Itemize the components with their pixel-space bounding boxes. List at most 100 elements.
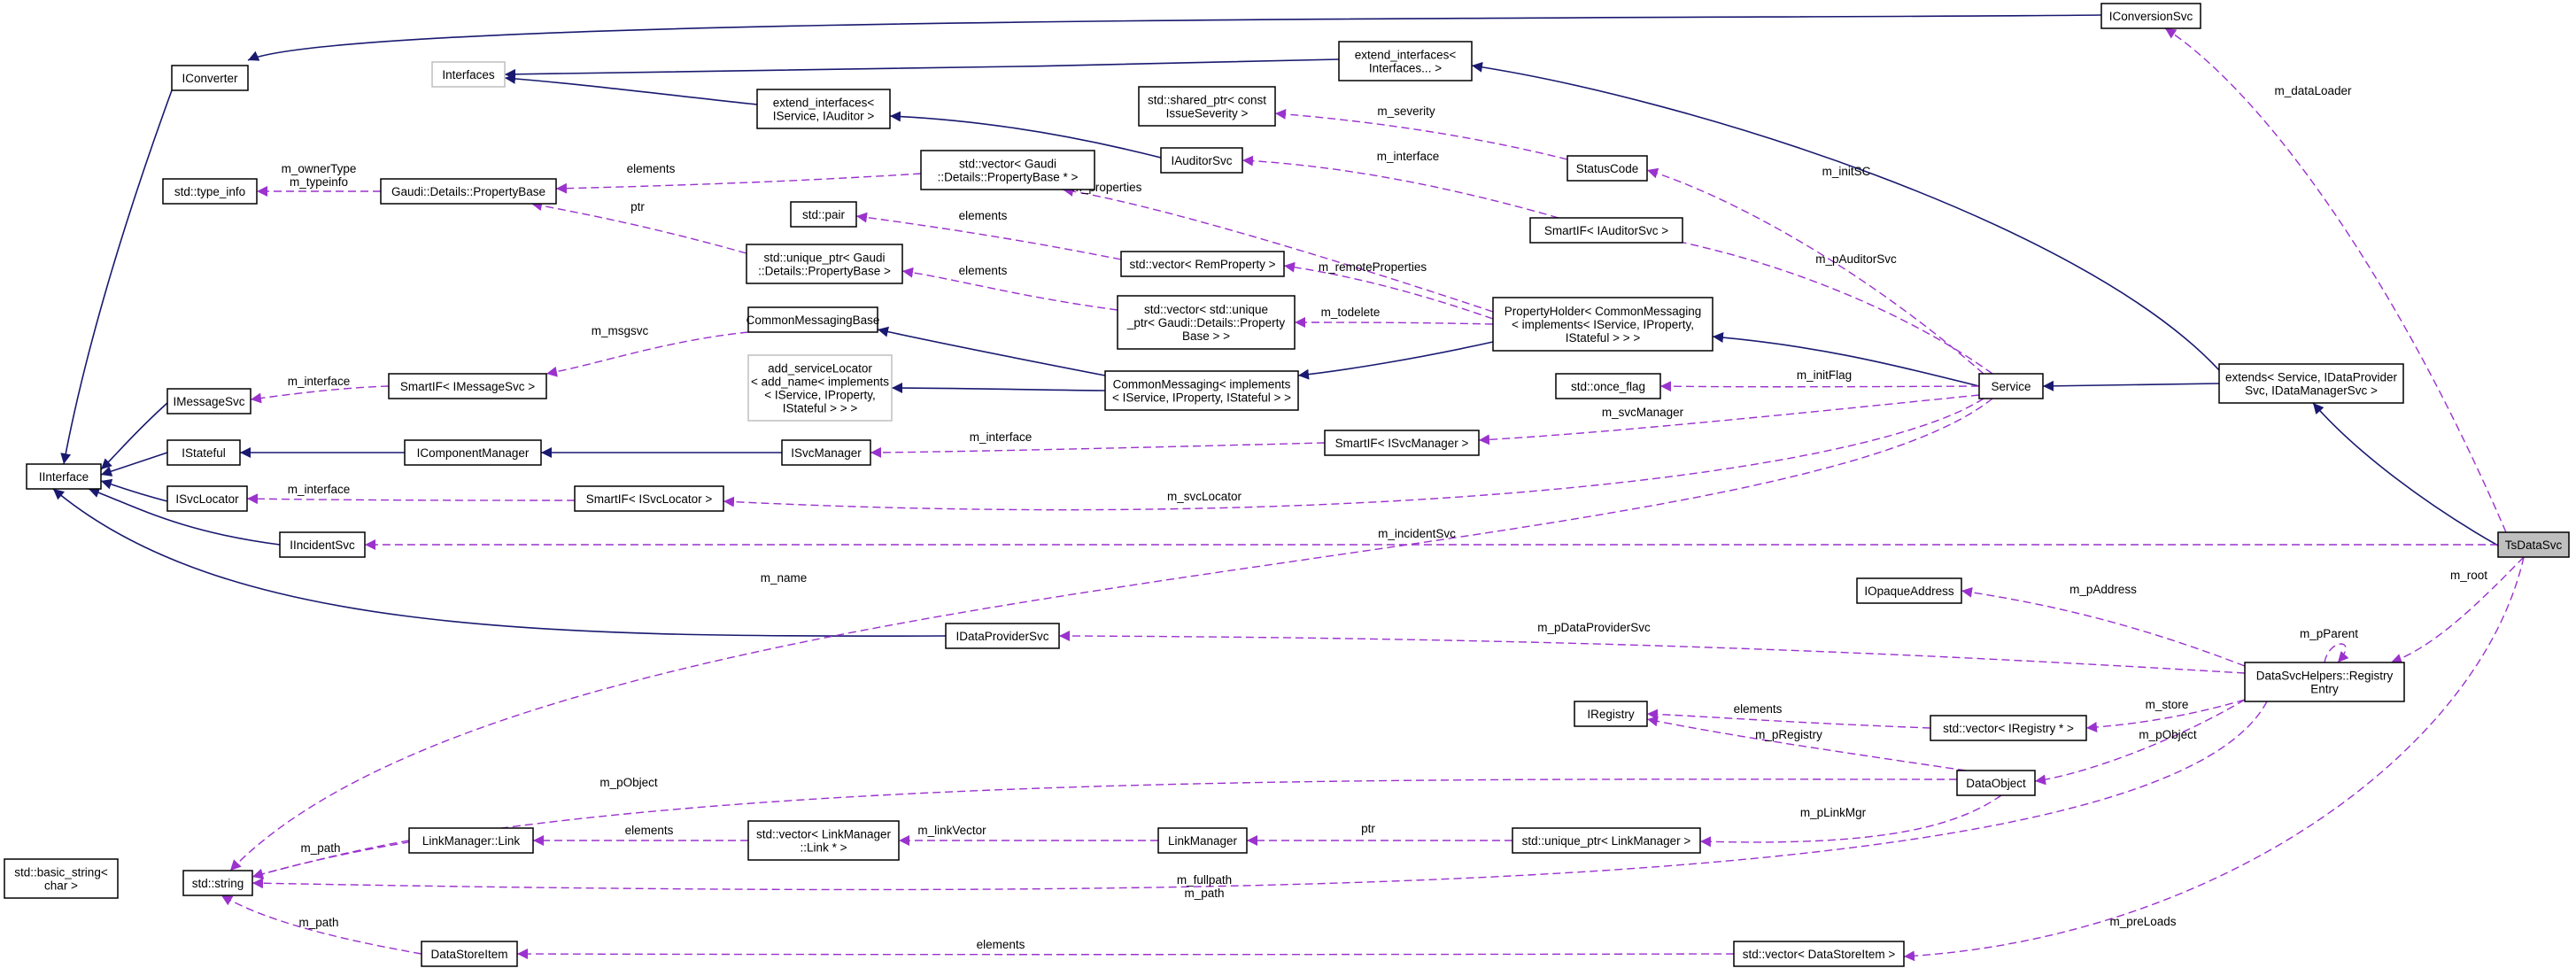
- class-node-vector-iregistry-ptr[interactable]: std::vector< IRegistry * >: [1930, 715, 2087, 741]
- class-node-box: [1856, 577, 1962, 604]
- edge-label: m_interface: [1377, 150, 1440, 163]
- edge-label: m_svcLocator: [1167, 490, 1242, 503]
- class-node-isvc-locator[interactable]: ISvcLocator: [166, 485, 248, 512]
- inheritance-edge: [60, 89, 173, 465]
- class-node-label: IRegistry: [1587, 708, 1635, 721]
- class-node-iopaque-address[interactable]: IOpaqueAddress: [1856, 577, 1962, 604]
- class-node-smart-if-imessage-svc[interactable]: SmartIF< IMessageSvc >: [388, 373, 547, 399]
- class-node-label: IStateful > > >: [783, 402, 858, 415]
- class-node-box: [404, 439, 542, 466]
- inheritance-edge: [100, 478, 168, 502]
- class-node-iauditor-svc[interactable]: IAuditorSvc: [1160, 147, 1243, 174]
- class-node-box: [1733, 941, 1905, 967]
- class-node-data-object[interactable]: DataObject: [1956, 770, 2036, 796]
- class-node-box: [747, 820, 900, 861]
- edge-labels-layer: m_dataLoaderm_severitym_interfacem_initS…: [282, 84, 2488, 951]
- class-node-link-manager[interactable]: LinkManager: [1157, 827, 1248, 854]
- class-node-once-flag[interactable]: std::once_flag: [1555, 373, 1661, 399]
- class-node-label: IDataProviderSvc: [955, 630, 1048, 643]
- class-node-data-store-item[interactable]: DataStoreItem: [421, 941, 518, 967]
- class-node-idata-provider-svc[interactable]: IDataProviderSvc: [945, 623, 1060, 649]
- edge-label: m_todelete: [1321, 306, 1381, 319]
- edge-label: m_incidentSvc: [1378, 527, 1456, 540]
- usage-edge: [1058, 631, 2246, 674]
- class-node-label: Gaudi::Details::PropertyBase: [391, 185, 545, 198]
- class-node-iregistry[interactable]: IRegistry: [1574, 701, 1648, 727]
- class-node-link-manager-link[interactable]: LinkManager::Link: [408, 827, 534, 854]
- inheritance-edge: [1297, 341, 1494, 380]
- class-node-box: [166, 388, 251, 414]
- class-node-label: StatusCode: [1576, 162, 1639, 175]
- edge-label: m_initSC: [1822, 165, 1871, 178]
- class-node-string[interactable]: std::string: [182, 870, 253, 896]
- class-node-iconversion-svc[interactable]: IConversionSvc: [2100, 3, 2201, 29]
- class-node-iincident-svc[interactable]: IIncidentSvc: [279, 531, 366, 558]
- edge-label: elements: [959, 264, 1008, 277]
- class-node-vector-rem-property[interactable]: std::vector< RemProperty >: [1120, 251, 1285, 277]
- class-node-property-holder[interactable]: PropertyHolder< CommonMessaging< impleme…: [1492, 297, 1713, 352]
- class-node-smart-if-isvc-manager[interactable]: SmartIF< ISvcManager >: [1324, 430, 1480, 456]
- class-node-extends-service[interactable]: extends< Service, IDataProviderSvc, IDat…: [2218, 363, 2404, 404]
- class-node-label: ::Details::PropertyBase * >: [938, 171, 1079, 184]
- class-node-vector-data-store-item[interactable]: std::vector< DataStoreItem >: [1733, 941, 1905, 967]
- class-node-pair[interactable]: std::pair: [790, 201, 857, 228]
- usage-edge: [1646, 167, 1984, 375]
- class-node-unique-ptr-link-manager[interactable]: std::unique_ptr< LinkManager >: [1512, 827, 1701, 854]
- class-node-iconverter[interactable]: IConverter: [171, 65, 249, 91]
- class-node-vector-property-base-ptr[interactable]: std::vector< Gaudi::Details::PropertyBas…: [920, 150, 1095, 190]
- class-node-label: SmartIF< IMessageSvc >: [400, 380, 535, 393]
- class-node-extend-interfaces-interfaces[interactable]: extend_interfaces<Interfaces... >: [1338, 41, 1473, 81]
- inheritance-edge: [891, 383, 1106, 394]
- class-node-type-info[interactable]: std::type_info: [162, 178, 258, 205]
- class-node-box: [1120, 251, 1285, 277]
- class-node-imessage-svc[interactable]: IMessageSvc: [166, 388, 251, 414]
- inheritance-edge: [88, 487, 281, 546]
- class-node-isvc-manager[interactable]: ISvcManager: [781, 439, 871, 466]
- class-node-box: [747, 306, 878, 333]
- class-node-istateful[interactable]: IStateful: [166, 439, 241, 466]
- class-node-property-base[interactable]: Gaudi::Details::PropertyBase: [380, 178, 557, 205]
- class-node-extend-interfaces-iservice-iauditor[interactable]: extend_interfaces<IService, IAuditor >: [756, 89, 891, 129]
- edges-layer: [52, 14, 2525, 962]
- class-node-box: [1956, 770, 2036, 796]
- class-node-status-code[interactable]: StatusCode: [1566, 155, 1648, 182]
- class-node-label: std::string: [192, 877, 244, 890]
- class-node-vector-link-manager-link-ptr[interactable]: std::vector< LinkManager::Link * >: [747, 820, 900, 861]
- class-node-label: IConversionSvc: [2109, 10, 2193, 23]
- class-node-service[interactable]: Service: [1978, 373, 2044, 399]
- class-node-smart-if-iauditor-svc[interactable]: SmartIF< IAuditorSvc >: [1529, 217, 1683, 244]
- edge-label: ptr: [1361, 822, 1375, 835]
- class-node-vector-unique-ptr-property-base[interactable]: std::vector< std::unique_ptr< Gaudi::Det…: [1117, 295, 1296, 350]
- class-node-common-messaging-base[interactable]: CommonMessagingBase: [746, 306, 880, 333]
- class-node-icomponent-manager[interactable]: IComponentManager: [404, 439, 542, 466]
- usage-edge: [555, 173, 922, 194]
- class-node-box: [2244, 662, 2405, 702]
- class-node-label: std::once_flag: [1571, 380, 1645, 393]
- class-node-label: DataSvcHelpers::Registry: [2256, 670, 2394, 683]
- class-node-basic-string[interactable]: std::basic_string<char >: [4, 858, 119, 899]
- class-node-common-messaging-impl[interactable]: CommonMessaging< implements< IService, I…: [1104, 370, 1299, 411]
- usage-edge: [251, 840, 410, 879]
- class-node-smart-if-isvc-locator[interactable]: SmartIF< ISvcLocator >: [574, 485, 724, 512]
- class-node-box: [1512, 827, 1701, 854]
- usage-edge: [2164, 27, 2507, 533]
- class-node-box: [1492, 297, 1713, 352]
- class-node-box: [4, 858, 119, 899]
- class-node-box: [920, 150, 1095, 190]
- class-node-label: IMessageSvc: [173, 395, 244, 408]
- class-node-iinterface[interactable]: IInterface: [26, 463, 102, 490]
- edge-label: m_pObject: [2139, 728, 2197, 741]
- class-node-box: [388, 373, 547, 399]
- class-node-label: std::vector< DataStoreItem >: [1743, 948, 1896, 961]
- class-node-interfaces[interactable]: Interfaces: [431, 61, 506, 88]
- class-node-add-service-locator[interactable]: add_serviceLocator< add_name< implements…: [747, 354, 893, 422]
- usage-edge: [516, 949, 1735, 960]
- class-node-box: [380, 178, 557, 205]
- usage-edge: [250, 385, 390, 404]
- class-node-label: std::vector< IRegistry * >: [1943, 722, 2074, 735]
- class-node-box: [166, 439, 241, 466]
- class-node-ts-data-svc[interactable]: TsDataSvc: [2497, 531, 2570, 558]
- class-node-unique-ptr-property-base[interactable]: std::unique_ptr< Gaudi::Details::Propert…: [746, 244, 903, 284]
